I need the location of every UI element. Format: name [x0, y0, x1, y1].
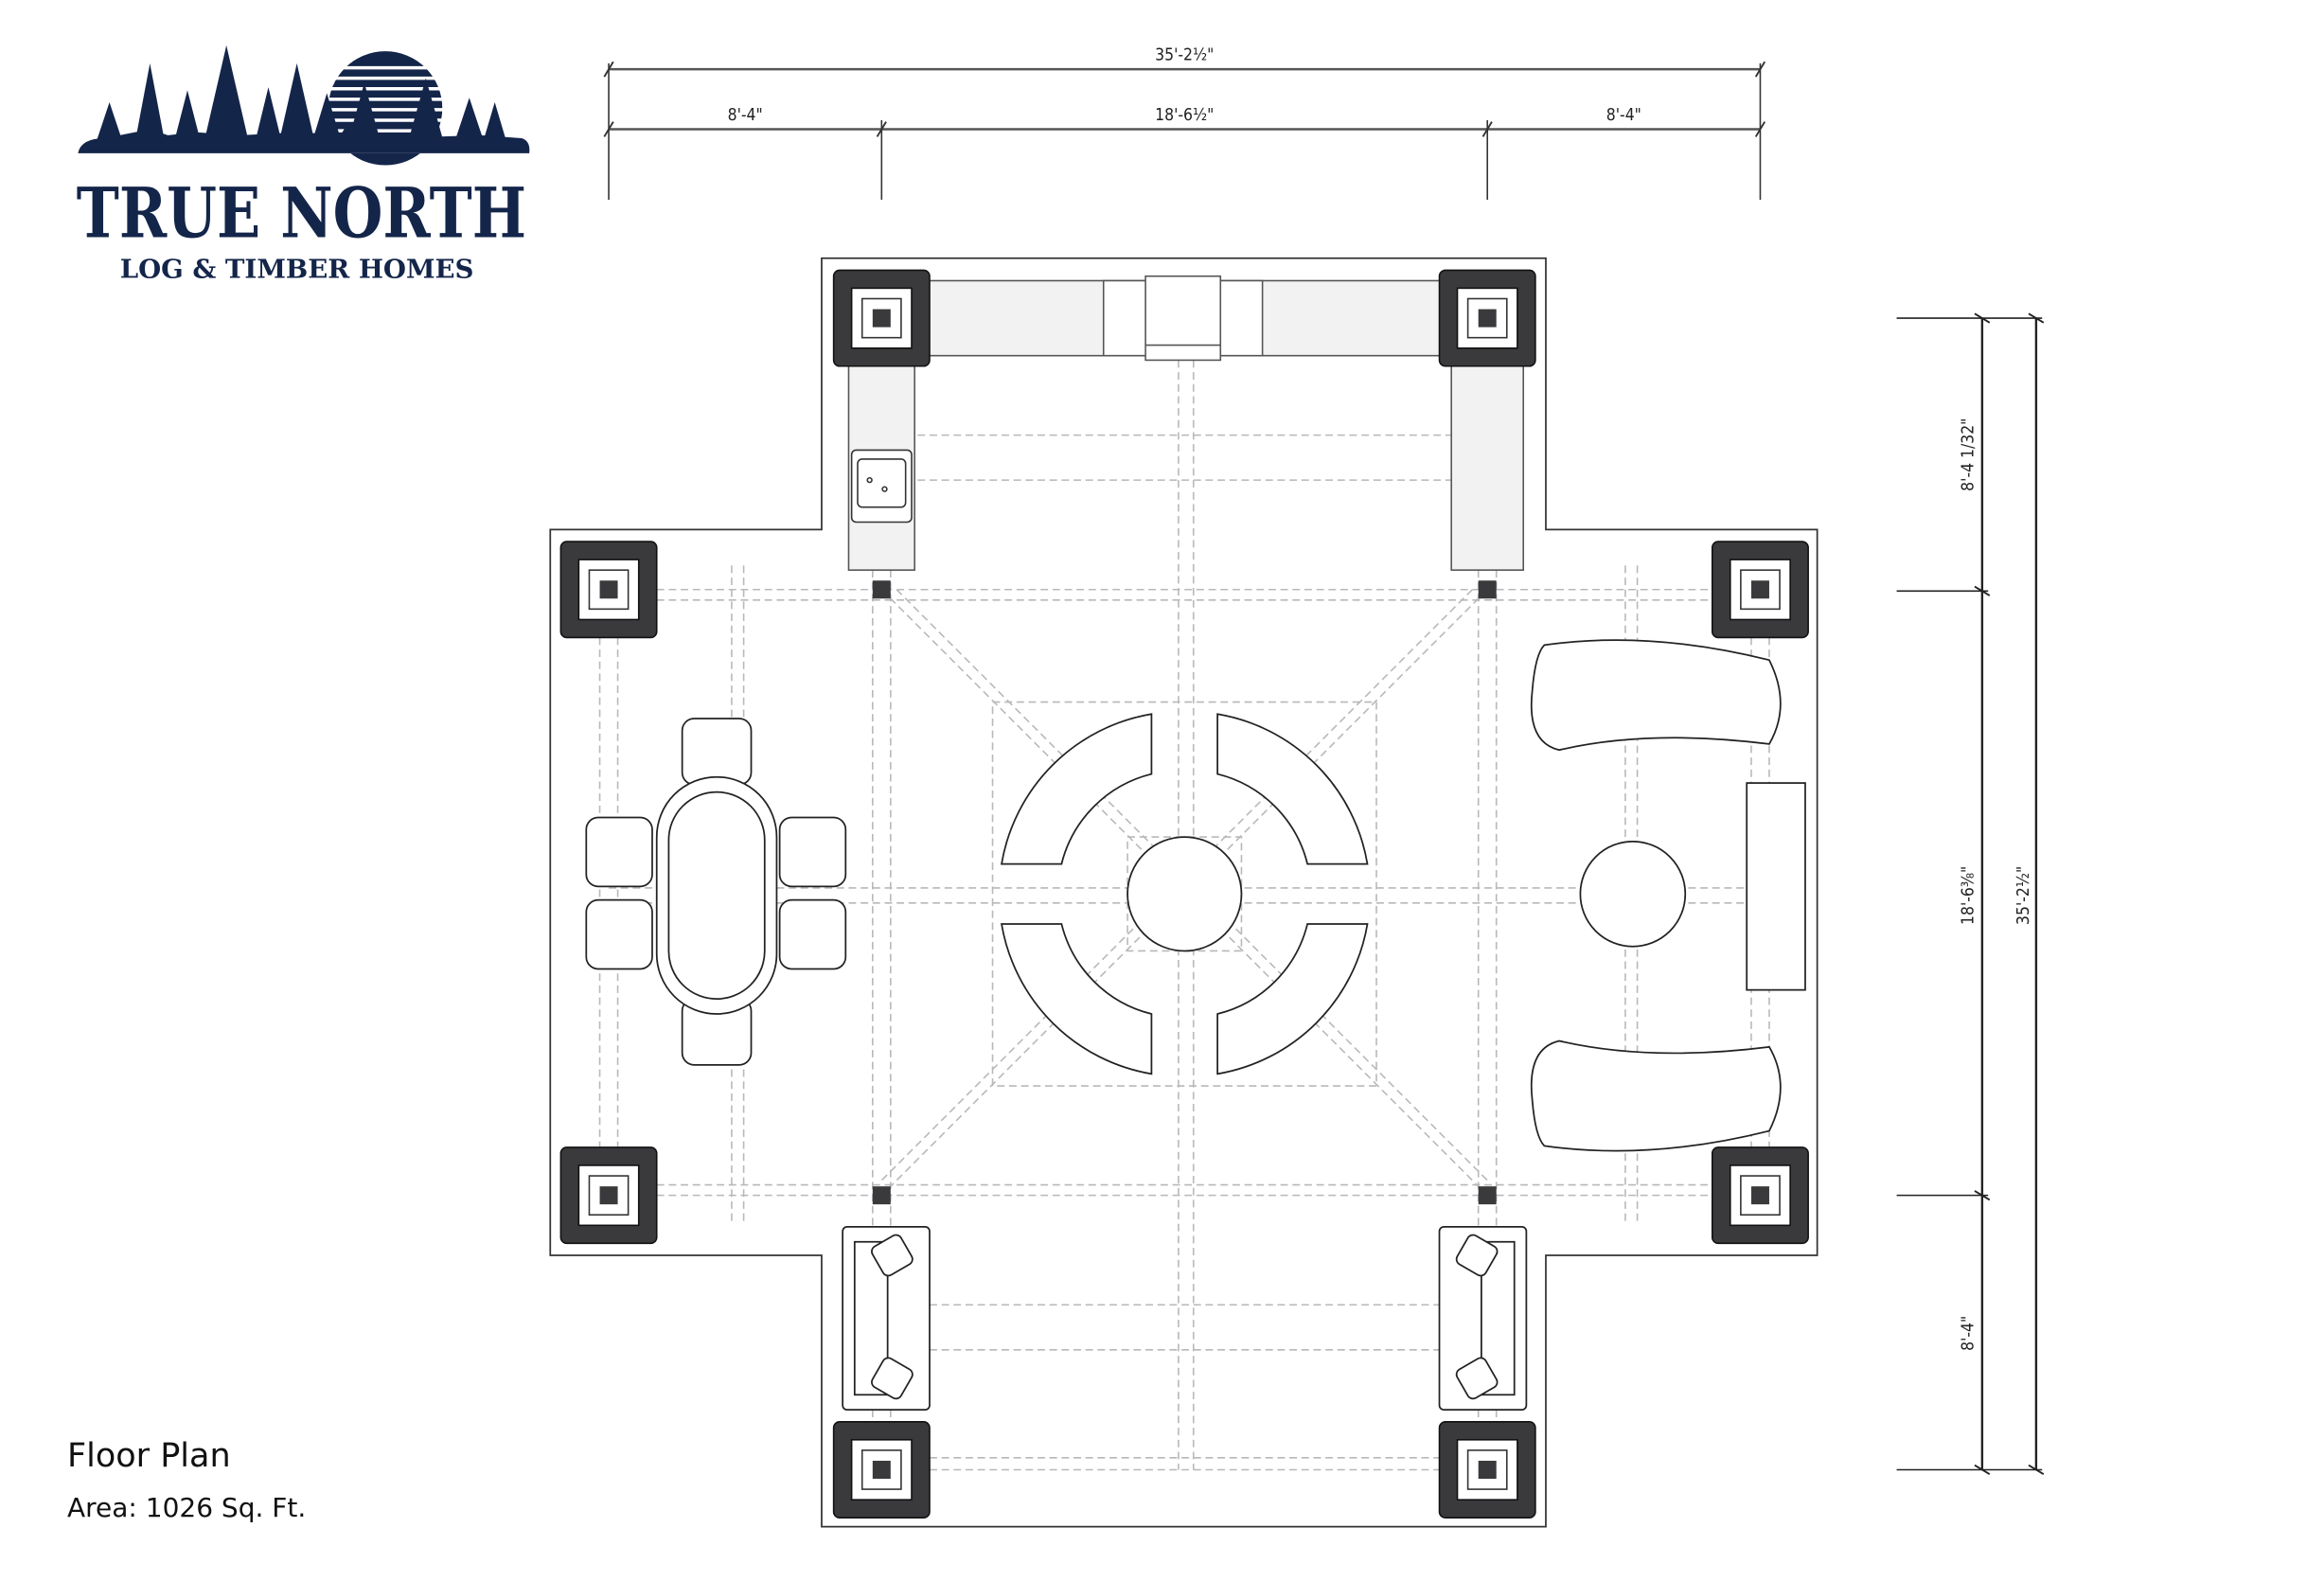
logo-tagline-text: LOG & TIMBER HOMES: [120, 255, 474, 284]
corner-post: [832, 1421, 931, 1519]
curved-bench: [1000, 713, 1153, 865]
logo: TRUE NORTH LOG & TIMBER HOMES: [77, 44, 530, 284]
coffee-table: [1579, 840, 1687, 948]
curved-sofa: [1530, 1039, 1782, 1152]
corner-post: [559, 1146, 658, 1245]
corner-post: [559, 541, 658, 639]
logo-brand-text: TRUE NORTH: [77, 174, 526, 255]
top-dimension-lines: [603, 61, 1766, 200]
inner-post: [872, 1186, 891, 1205]
dimension-top-center: 18'-6½": [1155, 106, 1214, 125]
fire-pit-seating: [1000, 713, 1369, 1075]
dining-chair: [681, 718, 753, 786]
sink-icon: [850, 449, 913, 524]
curved-bench: [1000, 923, 1153, 1075]
dimension-top-overall: 35'-2½": [1155, 46, 1214, 65]
corner-post: [1711, 541, 1809, 639]
corner-post: [832, 269, 931, 367]
corner-post: [1438, 1421, 1536, 1519]
plan-area: Area: 1026 Sq. Ft.: [67, 1492, 307, 1523]
dining-chair: [778, 816, 847, 888]
dining-chair: [778, 898, 847, 970]
tv-console: [1746, 782, 1806, 991]
right-dimension-lines: [1896, 312, 2045, 1476]
timber-posts: [559, 269, 1809, 1519]
curved-sofa: [1530, 639, 1782, 752]
dimension-top-right: 8'-4": [1606, 106, 1641, 125]
plan-title: Floor Plan: [67, 1437, 231, 1475]
inner-post: [872, 580, 891, 599]
lounge-set: [1530, 639, 1806, 1152]
dining-chair: [585, 816, 653, 888]
bottom-sofas: [842, 1226, 1528, 1412]
inner-post: [1478, 1186, 1497, 1205]
pine-trees-icon: [78, 44, 530, 153]
dimension-right-bottom: 8'-4": [1959, 1316, 1978, 1351]
corner-post: [1711, 1146, 1809, 1245]
curved-bench: [1216, 923, 1369, 1075]
dining-set: [585, 718, 847, 1066]
dimension-top-left: 8'-4": [728, 106, 763, 125]
dimension-right-top: 8'-4 1/32": [1959, 418, 1978, 491]
outdoor-kitchen-counter: [847, 275, 1525, 571]
dimension-right-overall: 35'-2½": [2014, 866, 2033, 925]
fire-pit: [1127, 836, 1243, 952]
corner-post: [1438, 269, 1536, 367]
dining-chair: [585, 898, 653, 970]
dimension-right-center: 18'-6⅜": [1959, 866, 1978, 925]
inner-post: [1478, 580, 1497, 599]
curved-bench: [1216, 713, 1369, 865]
